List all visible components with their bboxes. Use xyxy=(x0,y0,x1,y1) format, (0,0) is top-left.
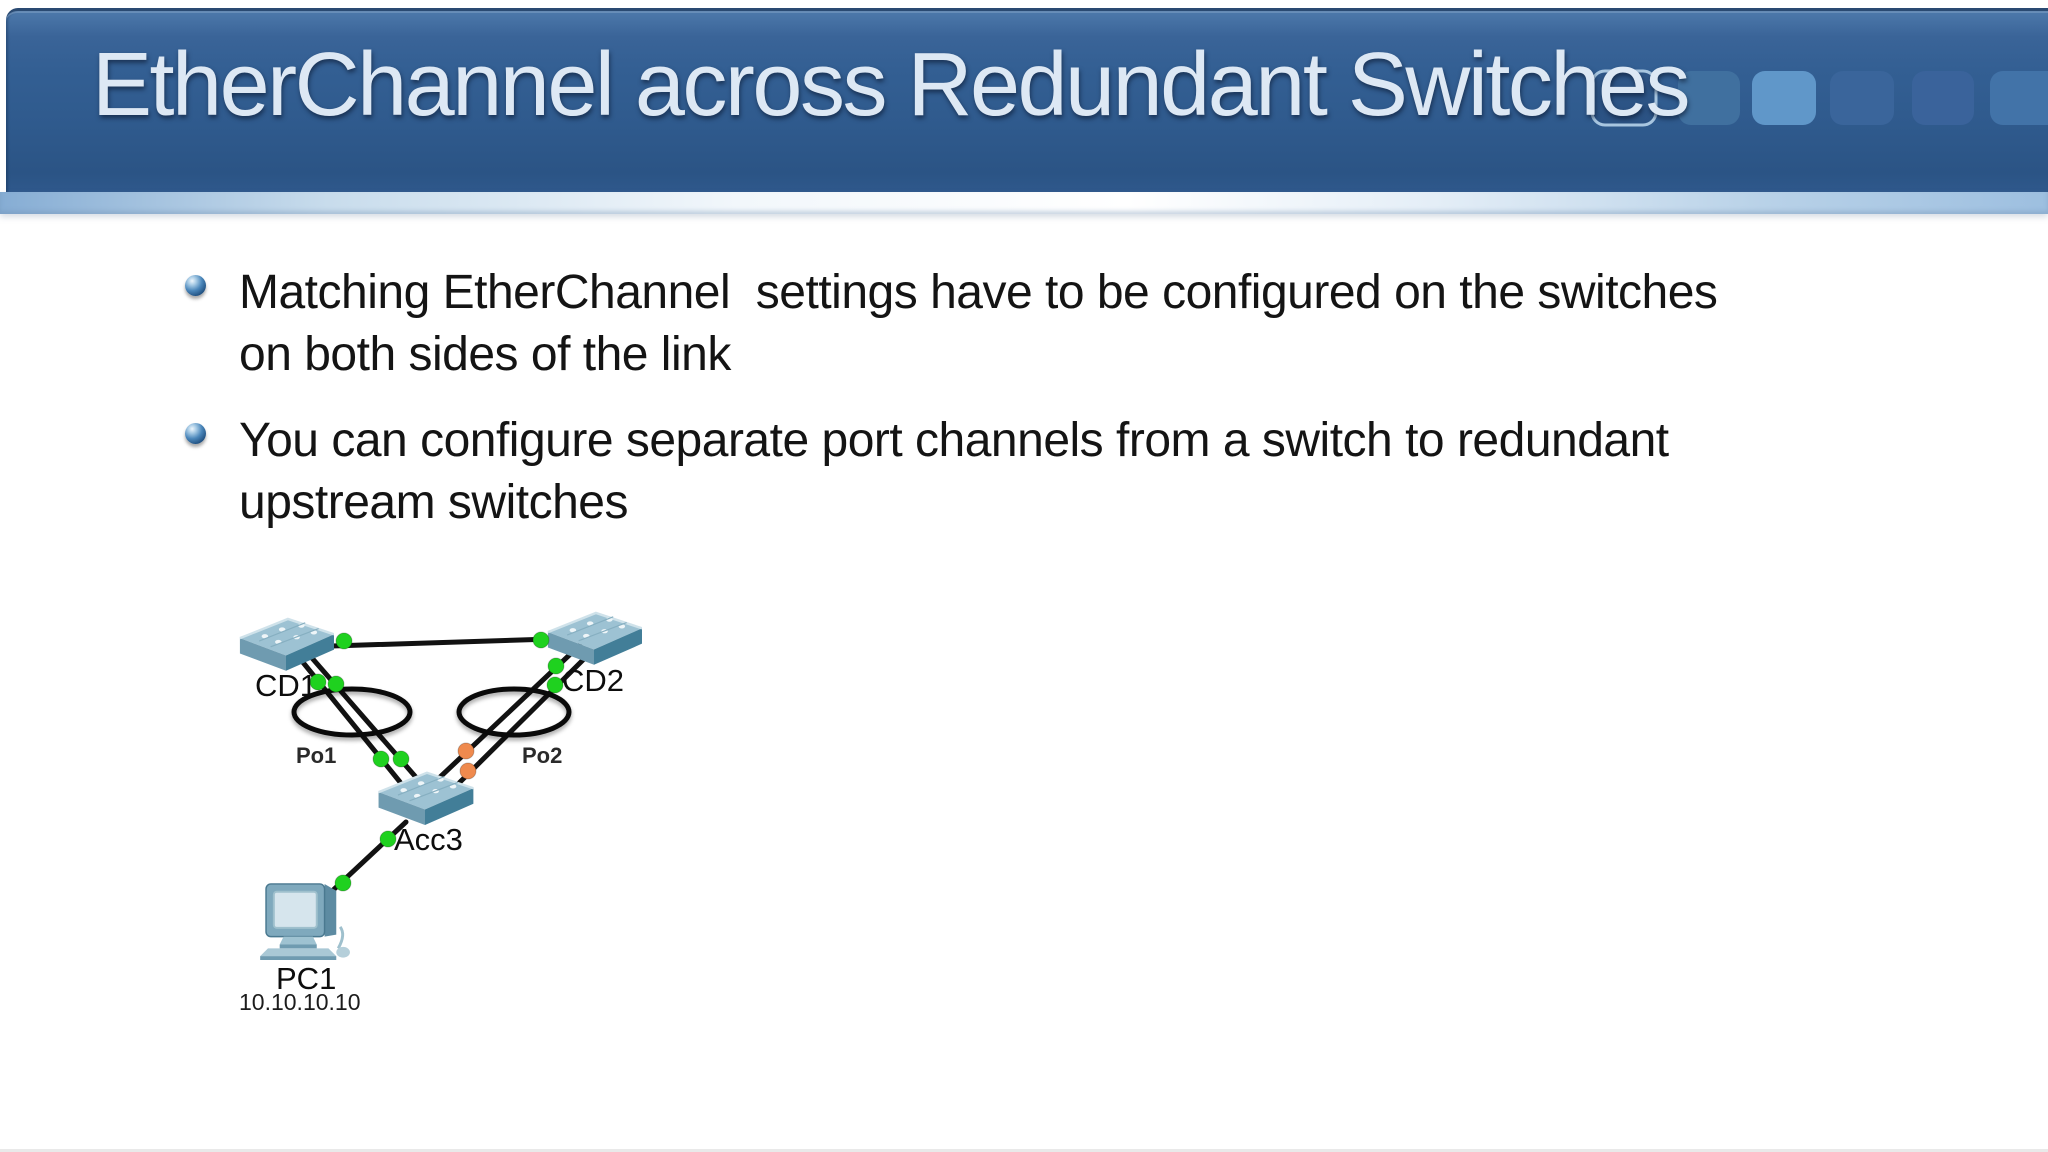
bullet-sphere-icon xyxy=(185,423,206,444)
slide-title: EtherChannel across Redundant Switches xyxy=(92,35,1690,135)
status-dot-up xyxy=(309,673,327,691)
status-dot-up xyxy=(392,750,410,768)
pc-icon-pc1 xyxy=(260,882,352,962)
device-label-pc1: PC1 xyxy=(276,961,336,996)
bullet-sphere-icon xyxy=(185,275,206,296)
status-dot-up xyxy=(532,631,550,649)
slide-bottom-edge xyxy=(0,1149,2048,1152)
deco-square xyxy=(1830,71,1894,125)
port-channel-label-po1: Po1 xyxy=(296,743,336,768)
switch-icon-cd1 xyxy=(238,617,334,672)
deco-square xyxy=(1752,71,1816,125)
link-status-dots xyxy=(309,631,565,892)
bullet-item: You can configure separate port channels… xyxy=(185,410,1945,534)
status-dot-amber xyxy=(457,742,475,760)
bullet-text: You can configure separate port channels… xyxy=(239,414,1669,529)
port-channel-ellipse-po2 xyxy=(456,686,572,738)
status-dot-amber xyxy=(459,762,477,780)
port-channel-ellipse-po1 xyxy=(291,686,413,738)
deco-square-outlined xyxy=(1590,69,1658,127)
switch-icon-cd2 xyxy=(546,611,642,666)
bullet-list: Matching EtherChannel settings have to b… xyxy=(185,262,1945,558)
bullet-text: Matching EtherChannel settings have to b… xyxy=(239,266,1718,381)
status-dot-up xyxy=(335,632,353,650)
device-label-cd2: CD2 xyxy=(562,663,624,698)
port-channel-label-po2: Po2 xyxy=(522,743,562,768)
status-dot-up xyxy=(327,675,345,693)
status-dot-up xyxy=(334,874,352,892)
deco-square xyxy=(1990,71,2048,125)
deco-square xyxy=(1678,71,1740,125)
status-dot-up xyxy=(547,657,565,675)
status-dot-up xyxy=(372,750,390,768)
status-dot-up xyxy=(379,830,397,848)
bullet-item: Matching EtherChannel settings have to b… xyxy=(185,262,1945,386)
device-ip-pc1: 10.10.10.10 xyxy=(239,989,361,1015)
deco-square xyxy=(1912,71,1974,125)
header-deco-squares xyxy=(1590,69,2048,127)
network-topology-diagram: CD1 CD2 Acc3 Po1 Po2 PC1 10.10.10.10 xyxy=(238,611,642,1015)
status-dot-up xyxy=(546,676,564,694)
header-accent-band xyxy=(0,192,2048,214)
device-label-acc3: Acc3 xyxy=(394,822,463,857)
device-label-cd1: CD1 xyxy=(255,668,317,703)
link-cd1-cd2 xyxy=(329,636,555,649)
